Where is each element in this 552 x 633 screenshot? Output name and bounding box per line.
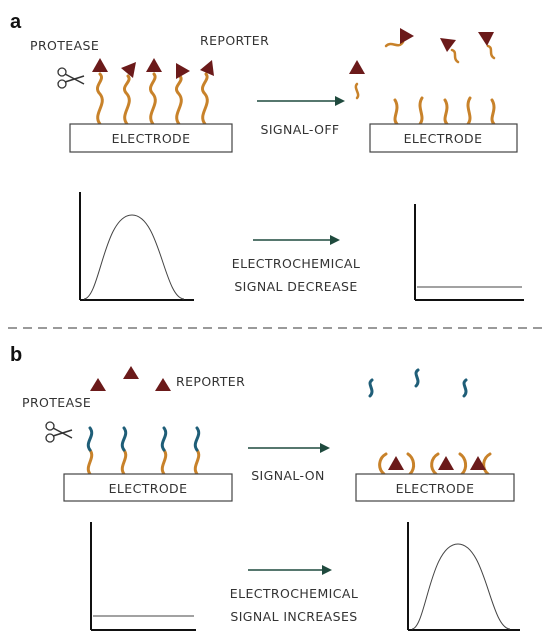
plot-b-before [90, 522, 196, 631]
signal-peak-curve-b [411, 543, 511, 630]
protease-label: PROTEASE [30, 38, 99, 53]
signal-on-label: SIGNAL-ON [251, 468, 325, 483]
tethered-strands-before [95, 72, 209, 126]
electrode-a-after: ELECTRODE [369, 123, 518, 153]
electrode-b-before: ELECTRODE [63, 473, 233, 502]
panel-a: a PROTEASE REPORTER ELECTRO [10, 11, 524, 301]
panel-a-label: a [10, 11, 22, 33]
signal-increase-line2: SIGNAL INCREASES [230, 609, 357, 624]
released-reporters [349, 28, 496, 100]
plot-a-after [414, 204, 524, 301]
plot-a-before [79, 192, 194, 301]
electrode-label: ELECTRODE [112, 131, 191, 146]
signal-off-label: SIGNAL-OFF [260, 122, 339, 137]
scissors-icon-b [45, 421, 73, 443]
protease-label-b: PROTEASE [22, 395, 91, 410]
reporter-label-b: REPORTER [176, 374, 245, 389]
plot-b-after [407, 522, 520, 631]
signal-increase-line1: ELECTROCHEMICAL [230, 586, 358, 601]
signal-peak-curve [83, 214, 185, 300]
electrode-b-after: ELECTRODE [355, 452, 515, 502]
panel-b-label: b [10, 344, 22, 366]
signal-decrease-line1: ELECTROCHEMICAL [232, 256, 360, 271]
signal-decrease-line2: SIGNAL DECREASE [234, 279, 357, 294]
free-reporters [90, 366, 171, 391]
electrode-a-before: ELECTRODE [69, 123, 233, 153]
panel-b: b PROTEASE REPORTER [10, 344, 520, 631]
reporter-molecules-before [92, 58, 214, 79]
captured-reporters [388, 456, 486, 470]
scissors-icon [57, 67, 85, 89]
tethered-strands-b-before [86, 426, 201, 476]
reporter-label: REPORTER [200, 33, 269, 48]
cleaved-strands-after [393, 96, 496, 126]
cleaved-fragments [368, 368, 468, 398]
captured-strands [378, 452, 492, 476]
electrode-label-after: ELECTRODE [404, 131, 483, 146]
electrode-label-b-after: ELECTRODE [396, 481, 475, 496]
electrode-label-b: ELECTRODE [109, 481, 188, 496]
